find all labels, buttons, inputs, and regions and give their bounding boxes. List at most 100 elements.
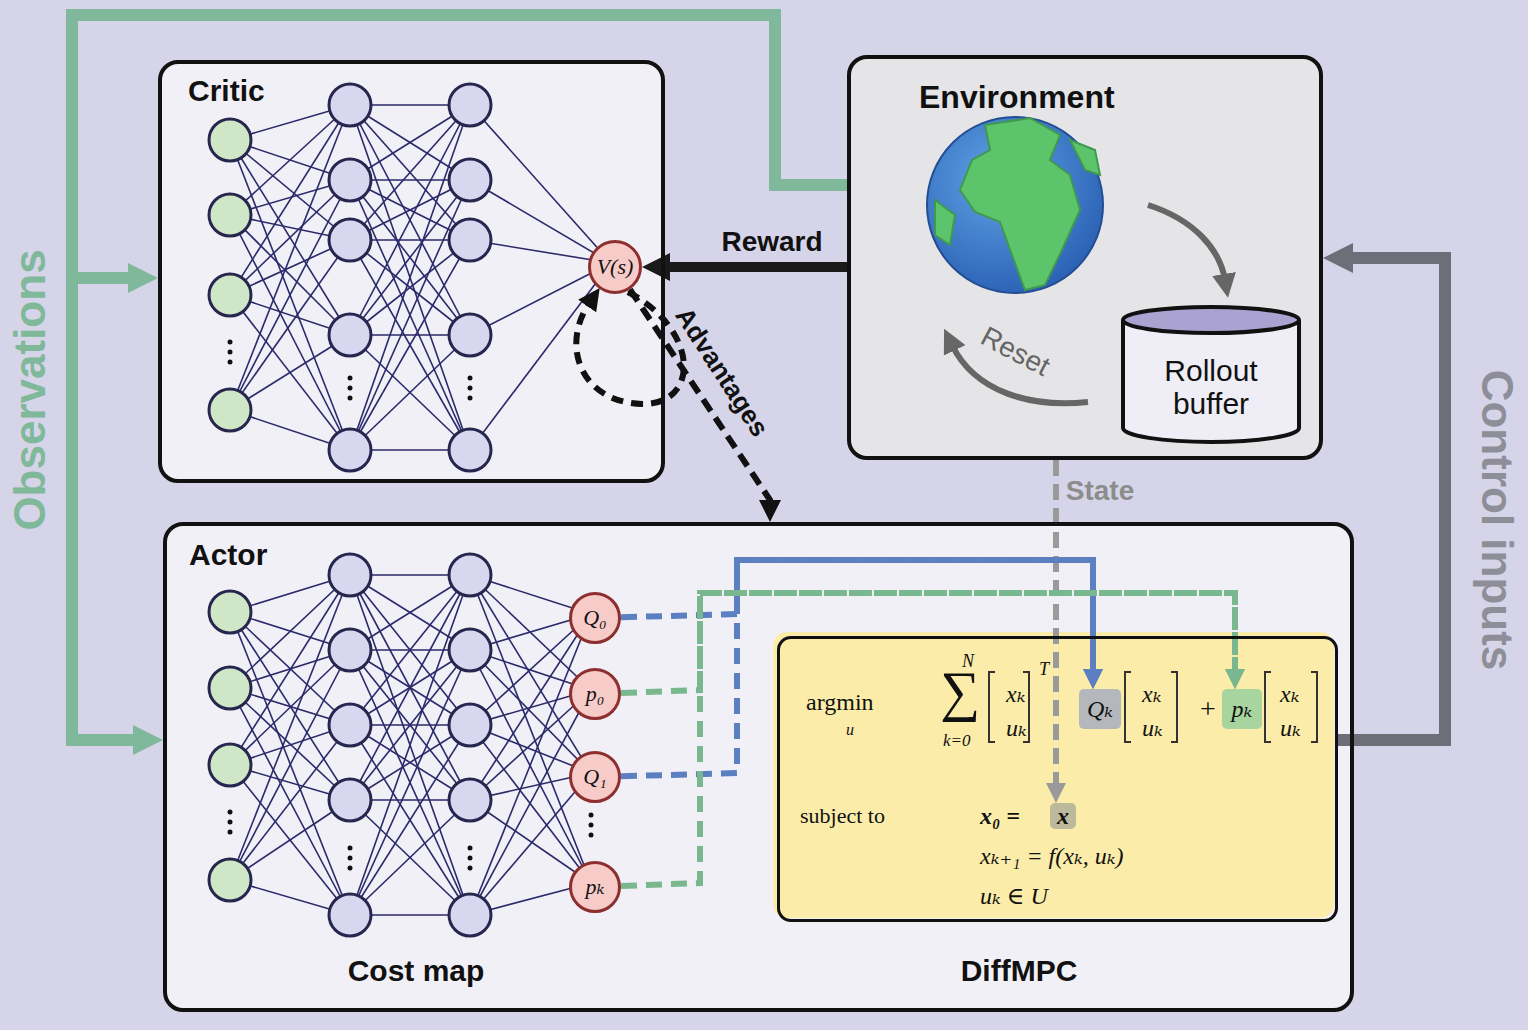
panel-caption: DiffMPC — [961, 954, 1078, 989]
net-link — [350, 800, 470, 915]
neuron — [209, 667, 251, 709]
neuron — [449, 554, 491, 596]
math-text: k=0 — [943, 731, 971, 751]
net-link — [230, 295, 350, 450]
axis-label: Observations — [6, 249, 54, 530]
net-link — [350, 335, 470, 450]
edge-label: Advantages — [670, 302, 774, 441]
neuron — [449, 429, 491, 471]
net-link — [350, 575, 470, 915]
ellipsis-dot — [228, 830, 233, 835]
panel-fill — [158, 60, 665, 483]
output-neuron: Q₁ — [569, 751, 621, 803]
ellipsis-dot — [228, 810, 233, 815]
net-link — [350, 240, 470, 335]
neuron — [209, 119, 251, 161]
ellipsis-dot — [589, 813, 594, 818]
neuron — [329, 629, 371, 671]
net-link — [350, 180, 470, 450]
buffer-cylinder: Rollout buffer — [1120, 304, 1302, 444]
highlight-box: pₖ — [1222, 689, 1262, 729]
highlight-box: x — [1050, 803, 1076, 829]
math-text: uₖ — [1142, 715, 1163, 743]
neuron — [209, 744, 251, 786]
panel-box: CriticV(s) — [158, 60, 665, 483]
ellipsis-dot — [228, 350, 233, 355]
neuron — [449, 314, 491, 356]
panel-title: Critic — [188, 74, 265, 109]
mpc-box: argminuN∑k=0Txₖuₖxₖuₖ+xₖuₖsubject tox₀ =… — [777, 636, 1338, 922]
ellipsis-dot — [468, 376, 473, 381]
net-link — [230, 688, 350, 800]
net-link — [350, 575, 470, 800]
neuron — [449, 159, 491, 201]
math-text: uₖ ∈ U — [980, 883, 1048, 911]
math-text: argmin — [806, 689, 874, 717]
net-link — [350, 105, 470, 450]
neuron — [329, 314, 371, 356]
net-link — [350, 575, 470, 800]
net-link — [470, 263, 611, 450]
ellipsis-dot — [348, 376, 353, 381]
neuron — [209, 389, 251, 431]
net-link — [350, 650, 470, 915]
math-text: subject to — [800, 803, 885, 828]
matrix-brackets — [989, 672, 1317, 742]
net-link — [350, 725, 470, 915]
arrow-label: Reset — [975, 321, 1054, 383]
net-link — [230, 105, 350, 215]
math-text: xₖ — [1280, 681, 1299, 709]
connector — [72, 15, 847, 740]
math-text: uₖ — [1006, 715, 1027, 743]
math-symbol: Q₁ — [583, 765, 607, 789]
net-link — [350, 335, 470, 450]
output-neuron: V(s) — [588, 240, 642, 294]
ellipsis-dot — [468, 386, 473, 391]
math-text: xₖ — [1142, 681, 1161, 709]
math-symbol: pₖ — [1232, 696, 1253, 722]
panel-title: Environment — [919, 79, 1115, 116]
ellipsis-dot — [348, 846, 353, 851]
panel-fill — [163, 522, 1354, 1012]
connector — [621, 593, 1235, 693]
neuron — [209, 859, 251, 901]
ellipsis-dot — [589, 833, 594, 838]
edge-label: State — [1066, 476, 1134, 507]
connector — [72, 15, 847, 278]
net-link — [350, 105, 470, 450]
net-link — [470, 180, 611, 263]
neuron — [329, 779, 371, 821]
net-link — [350, 240, 470, 335]
neuron — [329, 704, 371, 746]
neuron — [329, 429, 371, 471]
ellipsis-dot — [228, 820, 233, 825]
neuron — [329, 159, 371, 201]
math-symbol: p₀ — [586, 682, 605, 706]
math-text: xₖ — [1006, 681, 1025, 709]
connector — [1053, 460, 1059, 787]
neuron — [329, 84, 371, 126]
buffer-arrow — [1148, 205, 1225, 280]
edge-label: Reward — [721, 227, 822, 258]
connector — [621, 560, 1093, 673]
net-link — [350, 800, 470, 915]
cylinder-body — [1123, 320, 1299, 442]
connector — [1338, 258, 1445, 740]
ellipsis-dot — [348, 386, 353, 391]
panel-title: Actor — [189, 538, 267, 573]
neuron — [449, 219, 491, 261]
math-text: ∑ — [940, 659, 980, 723]
cylinder-top — [1123, 307, 1299, 333]
net-link — [350, 650, 470, 915]
neuron — [449, 629, 491, 671]
edge-label: Control inputs — [1473, 370, 1521, 671]
math-text: uₖ — [1280, 715, 1301, 743]
math-symbol: Q₀ — [583, 606, 607, 630]
ellipsis-dot — [468, 846, 473, 851]
panel-caption: Cost map — [348, 954, 485, 989]
neuron — [449, 84, 491, 126]
box-fills — [158, 55, 1354, 1012]
neuron — [329, 219, 371, 261]
